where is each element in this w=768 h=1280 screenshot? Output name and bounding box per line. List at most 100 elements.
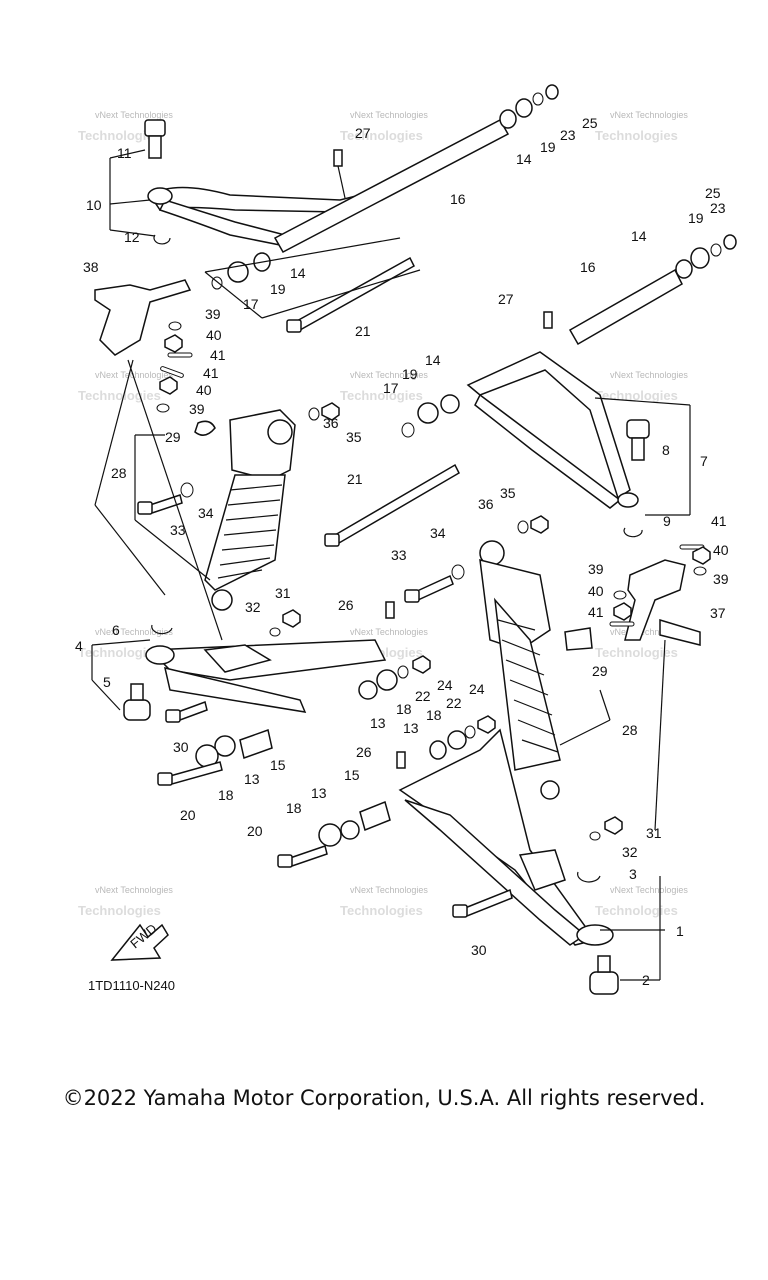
part-label: 40 bbox=[713, 542, 729, 558]
watermark: Technologies bbox=[78, 388, 161, 403]
part-label: 40 bbox=[588, 583, 604, 599]
diagram-code: 1TD1110-N240 bbox=[88, 978, 175, 993]
part-label: 18 bbox=[286, 800, 302, 816]
part-label: 13 bbox=[403, 720, 419, 736]
shock-mount bbox=[518, 849, 566, 891]
spring-seat-tape bbox=[564, 627, 593, 651]
arm-ball-socket bbox=[576, 924, 614, 946]
pivot-collar bbox=[359, 800, 391, 832]
washer bbox=[308, 407, 320, 421]
part-label: 25 bbox=[705, 185, 721, 201]
part-label: 36 bbox=[478, 496, 494, 512]
bolt-head bbox=[404, 589, 420, 603]
part-label: 39 bbox=[189, 401, 205, 417]
ball-joint-stem bbox=[148, 135, 162, 159]
spring-seat-tape bbox=[194, 420, 216, 436]
part-label: 23 bbox=[710, 200, 726, 216]
part-label: 34 bbox=[430, 525, 446, 541]
circlip bbox=[153, 234, 171, 245]
part-label: 17 bbox=[243, 296, 259, 312]
ball-joint-stem bbox=[130, 683, 144, 701]
bolt bbox=[289, 845, 328, 867]
watermark: vNext Technologies bbox=[350, 885, 428, 895]
part-label: 4 bbox=[75, 638, 83, 654]
cotter-pin bbox=[160, 366, 184, 378]
watermarks: vNext Technologies Technologies vNext Te… bbox=[78, 110, 688, 918]
part-label: 29 bbox=[592, 663, 608, 679]
part-label: 28 bbox=[622, 722, 638, 738]
cotter-pin bbox=[167, 352, 193, 358]
part-label: 35 bbox=[346, 429, 362, 445]
part-label: 26 bbox=[356, 744, 372, 760]
shock-absorber-right bbox=[404, 515, 611, 800]
watermark: Technologies bbox=[340, 128, 423, 143]
part-label: 14 bbox=[290, 265, 306, 281]
bolt-head bbox=[137, 501, 153, 515]
part-label: 20 bbox=[247, 823, 263, 839]
part-label: 26 bbox=[338, 597, 354, 613]
watermark: vNext Technologies bbox=[610, 627, 688, 637]
watermark: Technologies bbox=[78, 903, 161, 918]
washer bbox=[693, 566, 707, 576]
watermark: vNext Technologies bbox=[350, 627, 428, 637]
shock-spring bbox=[493, 597, 561, 771]
lower-arm-left-rear bbox=[164, 666, 307, 713]
watermark: Technologies bbox=[595, 128, 678, 143]
part-label: 35 bbox=[500, 485, 516, 501]
shock-eye-bottom bbox=[540, 780, 560, 800]
nut bbox=[412, 655, 431, 674]
part-label: 19 bbox=[270, 281, 286, 297]
bolt bbox=[149, 494, 183, 514]
part-label: 13 bbox=[311, 785, 327, 801]
copyright-notice: ©2022 Yamaha Motor Corporation, U.S.A. A… bbox=[62, 1086, 706, 1110]
part-label: 20 bbox=[180, 807, 196, 823]
part-label: 13 bbox=[370, 715, 386, 731]
part-label: 9 bbox=[663, 513, 671, 529]
part-label: 23 bbox=[560, 127, 576, 143]
circlip bbox=[577, 871, 601, 883]
part-label: 31 bbox=[646, 825, 662, 841]
bushing bbox=[358, 680, 378, 700]
o-ring bbox=[397, 665, 409, 679]
bolt bbox=[177, 701, 208, 721]
watermark: Technologies bbox=[340, 903, 423, 918]
part-label: 39 bbox=[205, 306, 221, 322]
grease-nipple bbox=[396, 751, 406, 769]
circlip bbox=[623, 527, 643, 538]
part-label: 33 bbox=[391, 547, 407, 563]
part-label: 17 bbox=[383, 380, 399, 396]
part-label: 1 bbox=[676, 923, 684, 939]
upper-arm-right bbox=[466, 351, 631, 500]
nut bbox=[613, 602, 632, 621]
bolt-head bbox=[165, 709, 181, 723]
ball-joint-upper-left bbox=[144, 119, 166, 137]
part-label: 25 bbox=[582, 115, 598, 131]
watermark: Technologies bbox=[78, 128, 161, 143]
shock-mount bbox=[203, 644, 272, 673]
ball-joint-upper-right bbox=[626, 419, 650, 439]
part-label: 12 bbox=[124, 229, 140, 245]
bolt-head bbox=[157, 772, 173, 786]
part-label: 13 bbox=[244, 771, 260, 787]
bushing bbox=[675, 259, 693, 279]
grease-nipple bbox=[333, 149, 343, 167]
washer bbox=[376, 669, 398, 691]
upper-arm-right-leg bbox=[474, 393, 622, 509]
washer bbox=[168, 321, 182, 331]
part-label: 41 bbox=[203, 365, 219, 381]
bushing bbox=[440, 394, 460, 414]
arm-ball-socket bbox=[617, 492, 639, 508]
bolt-head bbox=[452, 904, 468, 918]
nut bbox=[530, 515, 549, 534]
washer bbox=[690, 247, 710, 269]
part-label: 19 bbox=[540, 139, 556, 155]
part-label: 32 bbox=[245, 599, 261, 615]
part-label: 14 bbox=[425, 352, 441, 368]
nut bbox=[282, 609, 301, 628]
ball-joint-stem bbox=[597, 955, 611, 973]
part-labels: 11 10 12 38 27 16 14 19 23 25 14 19 17 2… bbox=[75, 115, 729, 988]
part-label: 30 bbox=[471, 942, 487, 958]
collar bbox=[451, 564, 465, 580]
watermark: vNext Technologies bbox=[350, 370, 428, 380]
part-label: 34 bbox=[198, 505, 214, 521]
